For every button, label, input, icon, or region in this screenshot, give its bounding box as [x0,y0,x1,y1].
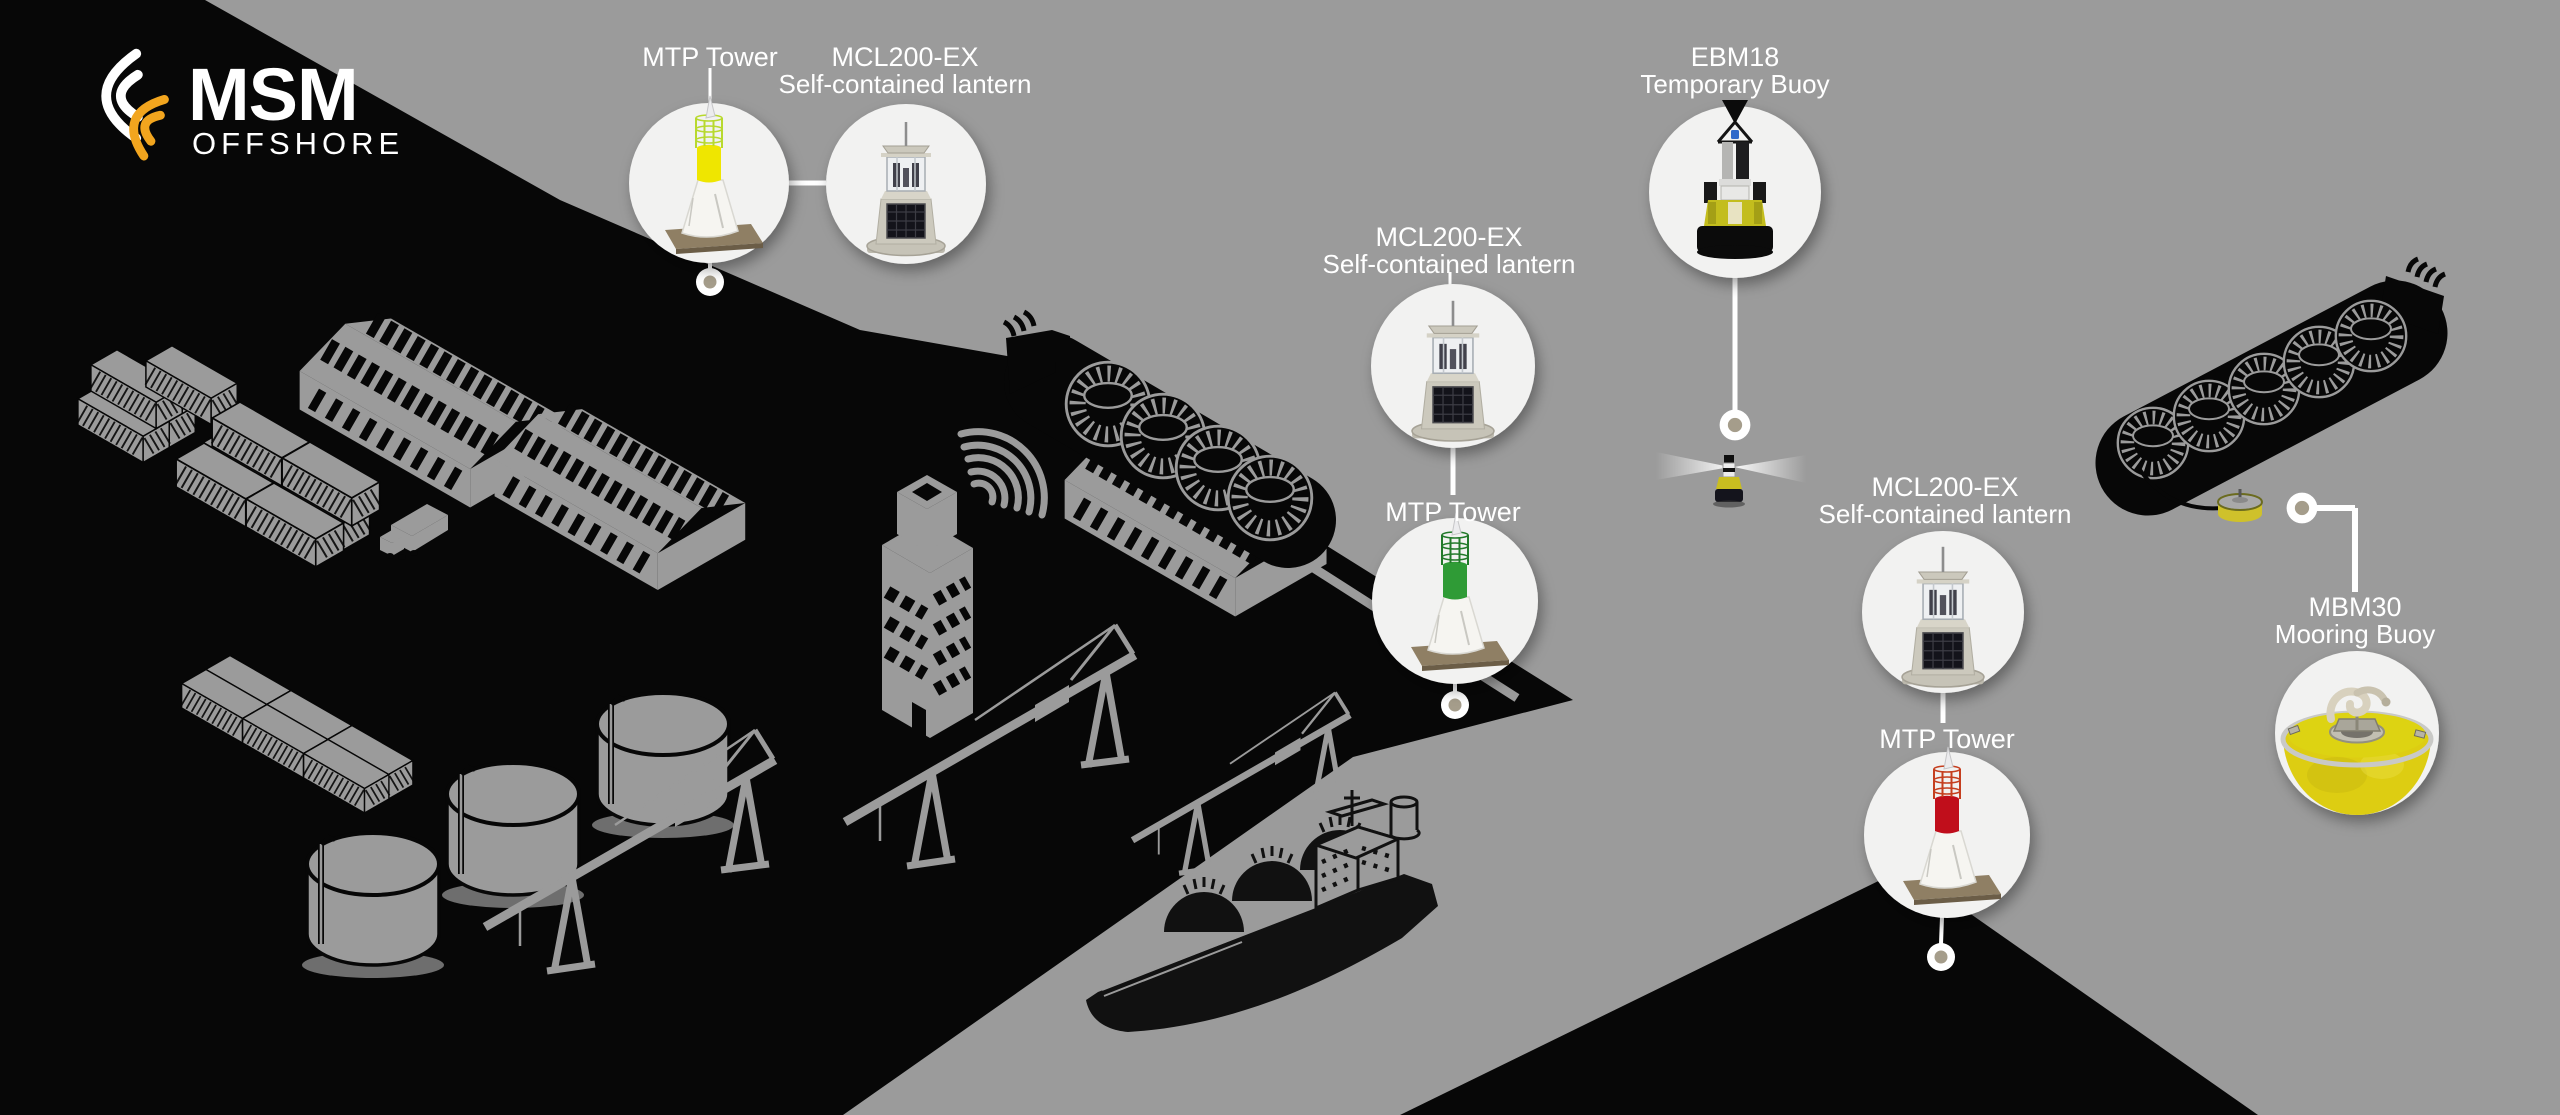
mooring-line [2138,468,2223,511]
flashing-buoy [1656,452,1806,508]
anchor-ring [2286,492,2318,524]
truck [380,504,448,560]
logo-division-text: OFFSHORE [192,126,405,161]
label-mcl200-2: MCL200-EX Self-contained lantern [1322,222,1576,279]
label-mtp-tower-1: MTP Tower [642,42,778,72]
label-mbm30: MBM30 Mooring Buoy [2274,592,2436,649]
lng-carrier-offshore [2095,256,2448,516]
pier-wedge [1400,868,2258,1115]
product-circles [629,95,2439,918]
logo-brand-text: MSM [188,53,359,136]
label-ebm18: EBM18 Temporary Buoy [1640,42,1830,99]
label-mtp-tower-3: MTP Tower [1879,724,2015,754]
lng-carrier-docked [1002,309,1336,568]
storage-tank [592,693,734,838]
msm-offshore-logo: MSM OFFSHORE [60,36,420,176]
label-mcl200-3: MCL200-EX Self-contained lantern [1818,472,2072,529]
light-beam-left [1656,452,1730,480]
mbm30-photo [2280,686,2434,815]
anchor-ring [1441,691,1469,719]
label-mcl200-1: MCL200-EX Self-contained lantern [778,42,1032,99]
mooring-buoy-small [2217,489,2263,522]
anchor-ring [1719,409,1751,441]
harbour-office [882,428,1048,742]
anchor-ring [696,268,724,296]
label-mtp-tower-2: MTP Tower [1385,497,1521,527]
tanker-line-art [1086,790,1438,1032]
anchor-ring [1927,943,1955,971]
wifi-signal-icon [957,428,1048,519]
light-beam-right [1734,455,1806,483]
storage-tank [302,833,444,978]
signal-waves-icon [101,48,169,161]
